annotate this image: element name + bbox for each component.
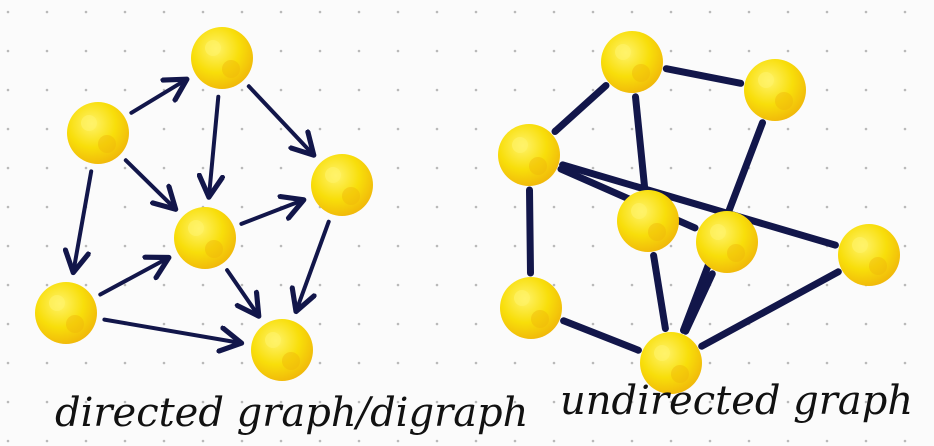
directed-edge-d2-d4 bbox=[209, 94, 218, 197]
undirected-graph: undirected graph bbox=[498, 31, 913, 424]
undirected-graph-caption: undirected graph bbox=[560, 378, 913, 424]
undirected-edge-u2-u4 bbox=[526, 186, 534, 277]
directed-edge-d4-d6 bbox=[225, 268, 259, 316]
directed-nodes bbox=[35, 27, 373, 381]
undirected-node-u8 bbox=[640, 332, 702, 394]
directed-node-d1 bbox=[67, 102, 129, 164]
directed-graph: directed graph/digraph bbox=[35, 27, 528, 436]
undirected-node-u2 bbox=[498, 124, 560, 186]
directed-node-d6 bbox=[251, 319, 313, 381]
directed-edge-d5-d4 bbox=[98, 258, 169, 297]
directed-edges bbox=[73, 79, 331, 344]
undirected-node-u1 bbox=[601, 31, 663, 93]
undirected-node-u7 bbox=[838, 224, 900, 286]
directed-edge-d5-d6 bbox=[102, 317, 241, 344]
directed-edge-d1-d2 bbox=[129, 79, 187, 115]
undirected-node-u3 bbox=[744, 59, 806, 121]
directed-edge-d1-d5 bbox=[73, 169, 94, 272]
undirected-node-u6 bbox=[696, 211, 758, 273]
undirected-edge-u9-u8 bbox=[560, 317, 642, 354]
undirected-node-u4 bbox=[500, 277, 562, 339]
undirected-nodes bbox=[498, 31, 900, 394]
directed-node-d5 bbox=[35, 282, 97, 344]
undirected-edge-u1-u5 bbox=[632, 93, 648, 190]
directed-node-d3 bbox=[311, 154, 373, 216]
undirected-node-u5 bbox=[617, 190, 679, 252]
directed-edge-d2-d3 bbox=[246, 84, 314, 155]
directed-edge-d3-d6 bbox=[296, 219, 331, 312]
directed-graph-caption: directed graph/digraph bbox=[55, 390, 528, 436]
directed-node-d2 bbox=[191, 27, 253, 89]
directed-edge-d4-d3 bbox=[239, 200, 303, 226]
undirected-edge-u7-u8 bbox=[698, 268, 842, 350]
directed-edge-d1-d4 bbox=[123, 158, 176, 209]
undirected-edge-u5-u8 bbox=[650, 252, 669, 332]
undirected-edge-u1-u3 bbox=[662, 65, 745, 87]
undirected-edge-u2-u7 bbox=[559, 161, 839, 249]
undirected-edge-u1-u2 bbox=[551, 82, 610, 135]
directed-node-d4 bbox=[174, 207, 236, 269]
